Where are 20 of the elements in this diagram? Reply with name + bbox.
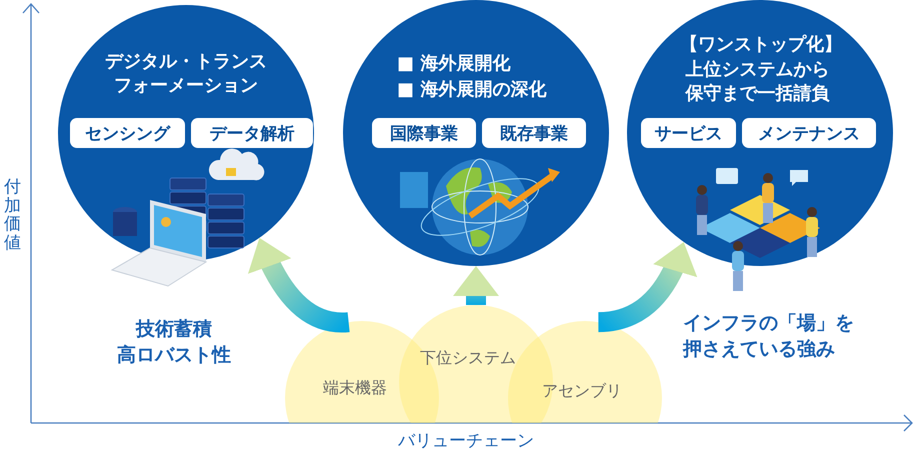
tag-label: センシング <box>70 118 185 148</box>
feature-label: 技術蓄積 <box>136 317 212 342</box>
circle-text: 上位システムから保守まで一括請負 <box>684 58 831 106</box>
circle-text: ■ 海外展開の深化 <box>397 78 548 102</box>
segment-label: 下位システム <box>420 348 516 369</box>
segment-label: 端末機器 <box>323 378 387 399</box>
circle-heading: デジタル・トランスフォーメーション <box>104 50 268 98</box>
tag-label: サービス <box>641 118 736 148</box>
feature-label: 高ロバスト性 <box>117 343 231 368</box>
tag-label: 国際事業 <box>372 118 476 148</box>
tag-label: メンテナンス <box>742 118 876 148</box>
tag-label: 既存事業 <box>482 118 586 148</box>
tag-label: データ解析 <box>191 118 313 148</box>
flow-arrow <box>453 266 499 305</box>
circle-heading: 【ワンストップ化】 <box>680 33 842 57</box>
circle-heading: ■ 海外展開化 <box>397 52 512 76</box>
feature-label: インフラの「場」を押さえている強み <box>683 311 855 362</box>
axis-title: 付加価値 <box>4 178 21 253</box>
segment-label: アセンブリ <box>542 381 622 402</box>
axis-title: バリューチェーン <box>398 430 534 453</box>
